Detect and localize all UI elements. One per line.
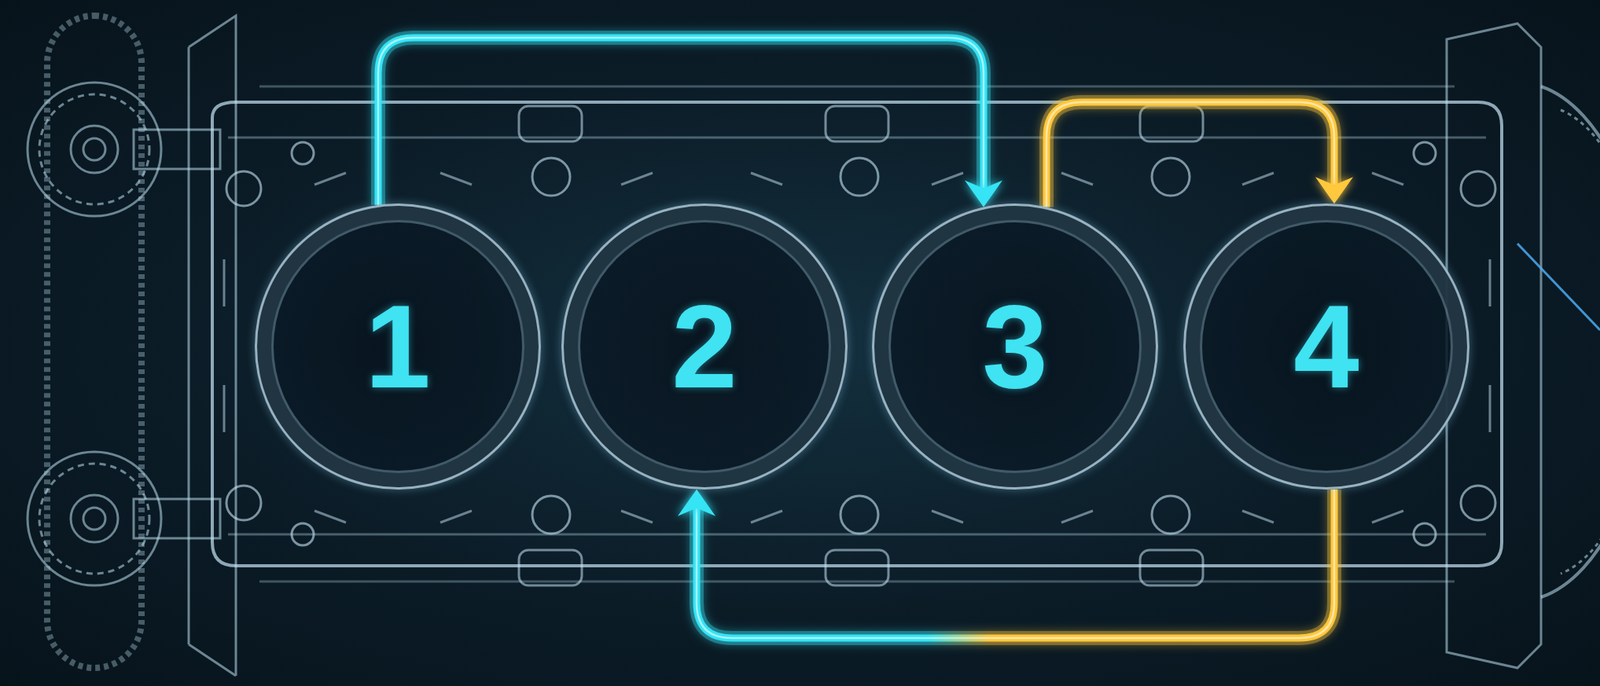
cylinder-number: 3 <box>982 287 1048 406</box>
rear-housing <box>188 15 1600 677</box>
firing-order-arrow <box>1046 102 1354 207</box>
cylinder-bore: 1 <box>254 203 541 490</box>
accent-line <box>1517 243 1600 331</box>
cylinder-bore: 2 <box>561 203 848 490</box>
firing-order-arrow <box>378 37 1003 207</box>
cylinder-number: 1 <box>364 287 431 406</box>
cylinder-number: 2 <box>671 287 737 406</box>
firing-order-arrow <box>677 489 1335 639</box>
cylinder-number: 4 <box>1293 287 1359 406</box>
cylinder-head <box>212 86 1502 586</box>
timing-chain <box>27 15 221 669</box>
cylinder-bore: 4 <box>1183 203 1470 490</box>
cylinder-bore: 3 <box>871 203 1159 490</box>
